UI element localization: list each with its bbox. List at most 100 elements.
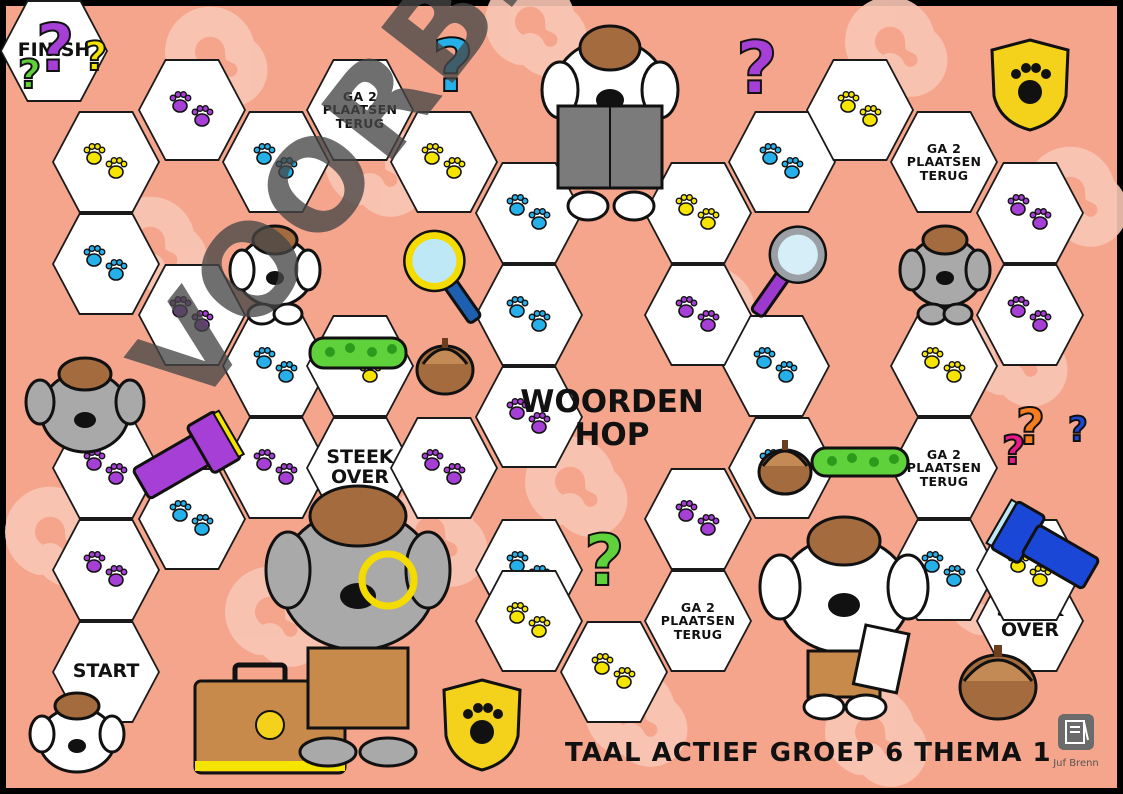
paw-prints-icon [506,194,551,230]
magnifier-icon [403,229,482,324]
board-space-paws [390,111,498,213]
paw-prints-icon [837,91,882,127]
paw-prints-icon [83,143,128,179]
flashlight-icon [132,409,246,500]
detective-dog-icon [264,484,452,768]
board-space-paws [138,59,246,161]
brand-logo: Juf Brenn [1044,712,1108,769]
detective-dog-icon [24,356,146,454]
paw-prints-icon [1007,296,1052,332]
board-space-paws [52,519,160,621]
question-mark-icon: ? [17,51,42,99]
question-mark-icon: ? [35,9,75,88]
brand-label: Juf Brenn [1053,758,1099,769]
paw-prints-icon [506,602,551,638]
detective-dog-icon [28,691,126,774]
paw-prints-icon [169,91,214,127]
board-space-paws [976,162,1084,264]
magnifier-icon [750,225,828,318]
hex-face: FINISH [2,2,106,100]
board-title: TAAL ACTIEF GROEP 6 THEMA 1 [565,738,1052,768]
paw-prints-icon [83,449,128,485]
game-name-line2: HOP [574,417,650,454]
question-mark-icon: ? [83,33,108,81]
board-space-paws [890,315,998,417]
board-space-paws [644,264,752,366]
paw-prints-icon [506,398,551,434]
paw-prints-icon [675,500,720,536]
detective-dog-icon [898,224,992,326]
board-space-paws [475,264,583,366]
question-mark-icon: ? [583,519,626,603]
question-mark-icon: ? [735,25,779,111]
board-space-paws [222,111,330,213]
paw-prints-icon [169,296,214,332]
paw-prints-icon [253,449,298,485]
paw-badge-icon [442,678,522,772]
detective-dog-icon [228,224,322,326]
board-space-paws [644,468,752,570]
board-space-paws [806,59,914,161]
flashlight-icon [985,498,1100,590]
paw-prints-icon [753,347,798,383]
board-space-finish: FINISH [0,0,108,102]
question-mark-icon: ? [431,23,475,109]
board-space-paws [52,111,160,213]
detective-hat-icon [958,645,1038,721]
paw-prints-icon [421,449,466,485]
paw-prints-icon [169,500,214,536]
paw-prints-icon [253,143,298,179]
detective-dog-icon [758,515,930,721]
space-label: FINISH [17,39,91,62]
paw-prints-icon [675,194,720,230]
detective-hat-icon [415,338,475,396]
hex-face [392,419,496,517]
board-space-paws [976,264,1084,366]
paw-badge-icon [990,38,1070,132]
paw-prints-icon [759,143,804,179]
paw-prints-icon [921,347,966,383]
game-name: WOORDEN HOP [512,384,712,454]
hex-face [392,113,496,211]
paw-prints-icon [591,653,636,689]
question-mark-icon: ? [1015,397,1046,457]
board-space-paws [138,264,246,366]
detective-hat-icon [757,440,813,496]
board-space-paws [390,417,498,519]
question-mark-icon: ? [1067,409,1089,451]
board-space-paws [475,570,583,672]
board-space-paws [560,621,668,723]
board-space-paws [644,162,752,264]
paw-prints-icon [506,296,551,332]
detective-dog-icon [540,24,680,222]
bush-icon [810,446,910,478]
paw-prints-icon [1007,194,1052,230]
paw-prints-icon [253,347,298,383]
bush-icon [308,336,408,370]
paw-prints-icon [421,143,466,179]
board-space-paws [728,111,836,213]
board-space-paws [475,162,583,264]
paw-prints-icon [921,551,966,587]
book-icon [1058,714,1094,750]
game-name-line1: WOORDEN [520,384,704,420]
question-mark-icon: ? [1001,427,1026,475]
paw-prints-icon [83,245,128,281]
space-label: START [72,660,140,683]
board-space-paws [475,366,583,468]
board-space-paws [52,213,160,315]
paw-prints-icon [83,551,128,587]
paw-prints-icon [675,296,720,332]
hex-face [140,266,244,364]
